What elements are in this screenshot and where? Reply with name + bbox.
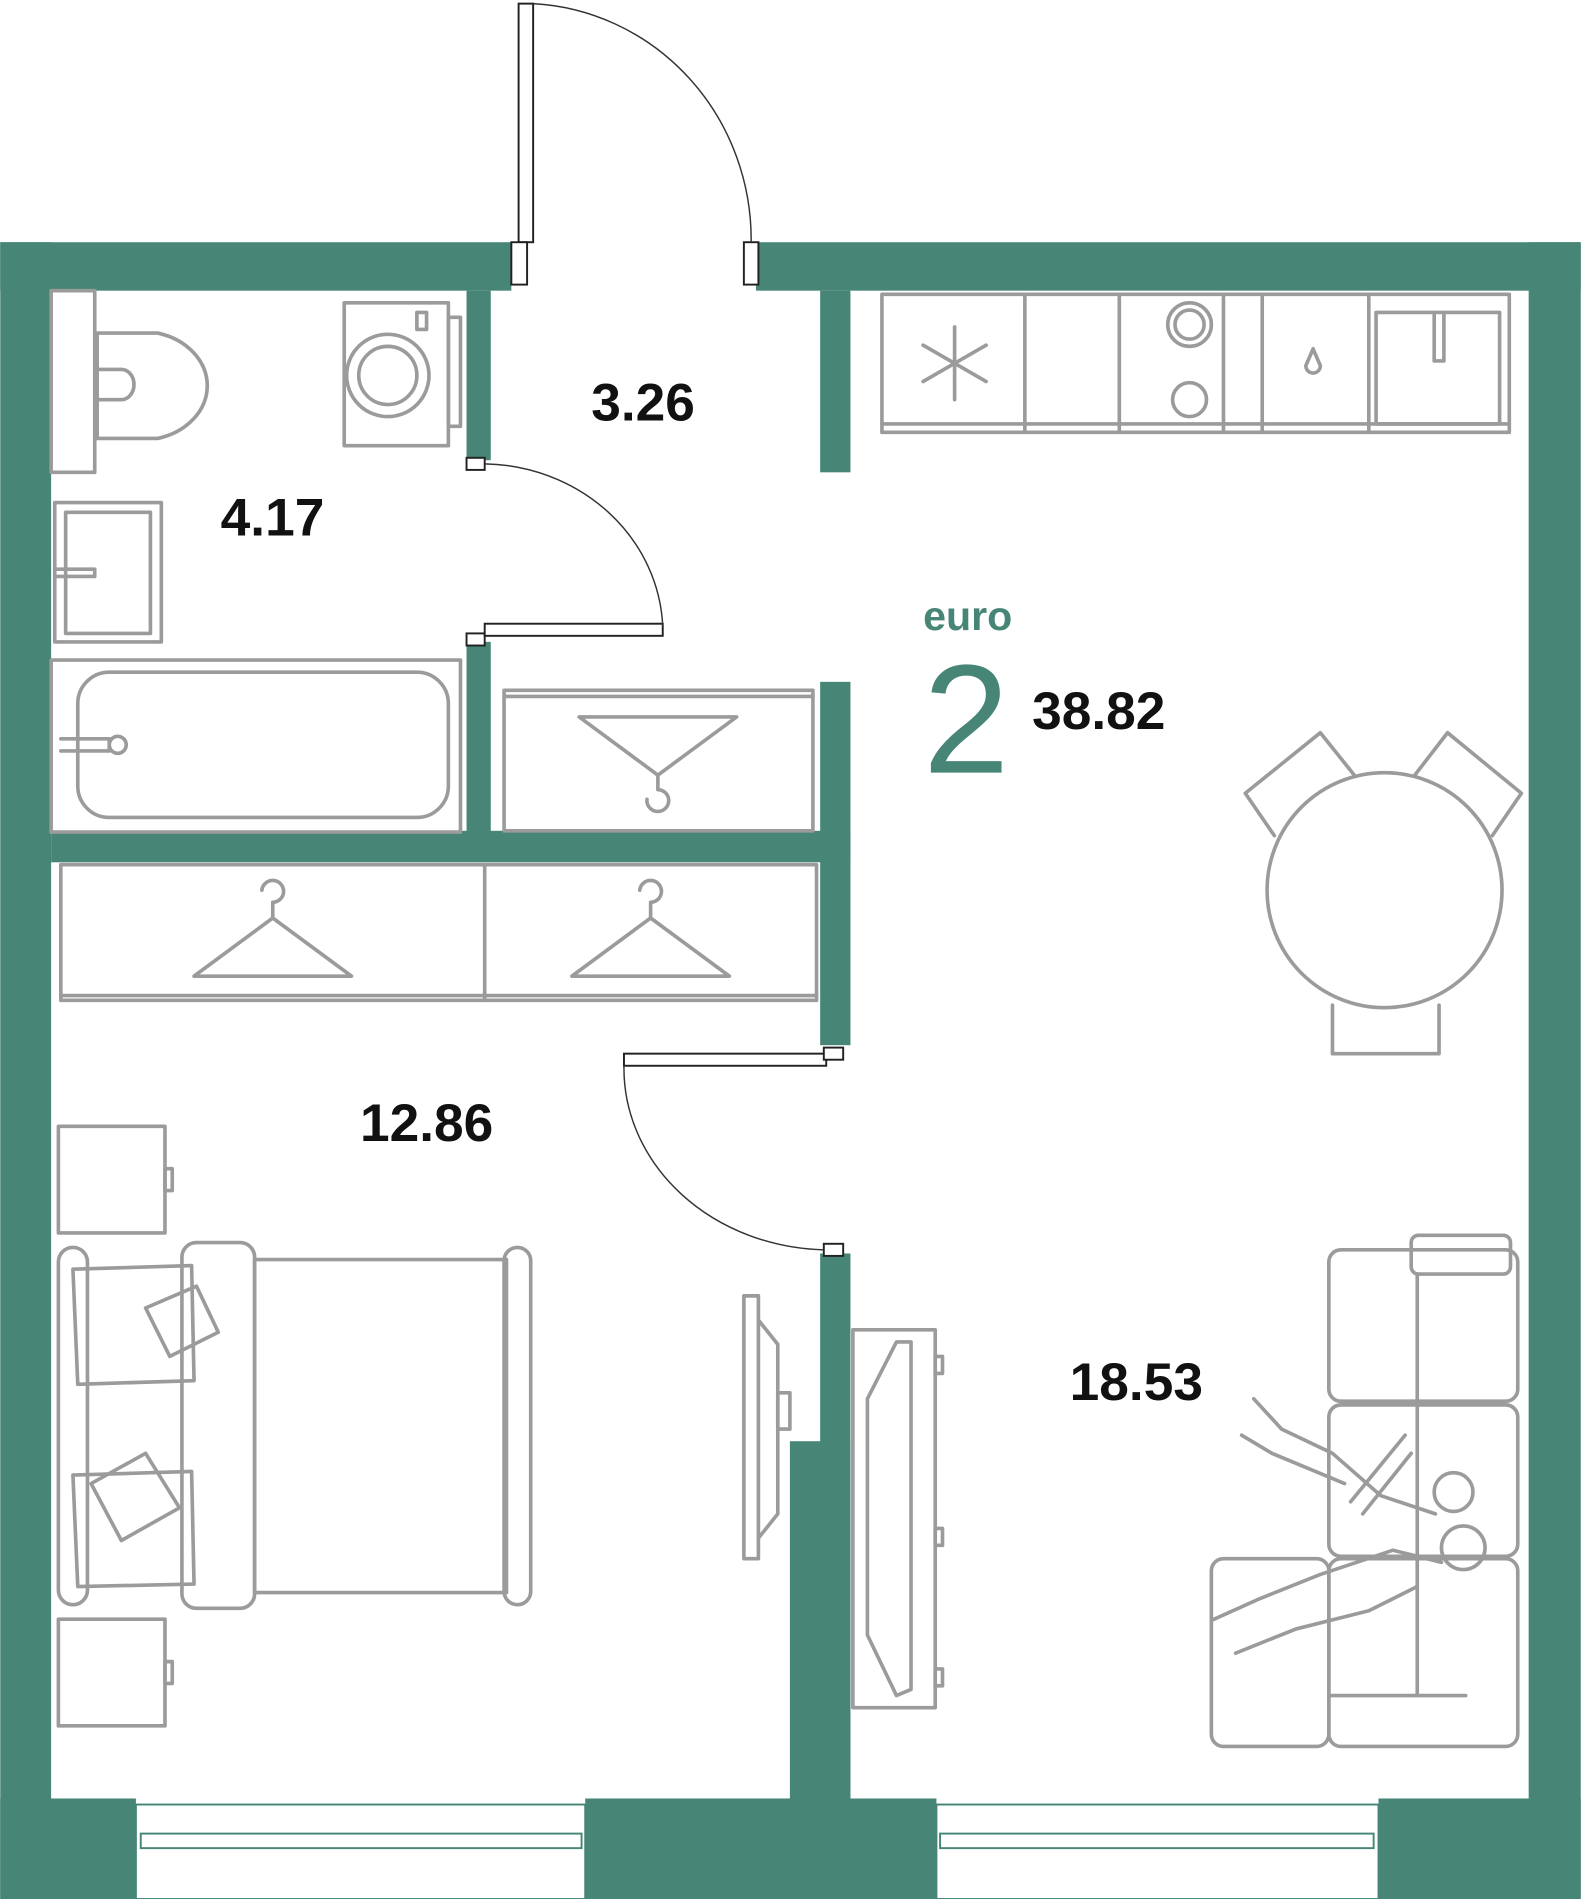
- nightstand-top: [56, 1124, 175, 1235]
- wardrobe-bedroom: [58, 862, 819, 1003]
- nightstand-bottom: [56, 1617, 175, 1728]
- living-kitchen-area: 18.53: [1070, 1353, 1203, 1412]
- wardrobe-hall: [502, 688, 815, 833]
- bathroom-sink: [52, 500, 164, 644]
- walls: [0, 242, 1581, 1899]
- bedroom-door[interactable]: [623, 1046, 845, 1257]
- people-on-sofa: [1209, 1397, 1487, 1655]
- brand-label: euro: [923, 593, 1012, 639]
- hallway-area: 3.26: [591, 373, 695, 432]
- washing-machine: [342, 300, 463, 448]
- bedroom-area: 12.86: [360, 1094, 493, 1153]
- tv-bedroom: [742, 1294, 792, 1561]
- entrance-door[interactable]: [510, 2, 760, 286]
- bathtub: [49, 658, 463, 834]
- windows: [134, 1803, 1380, 1899]
- kitchen-units: [880, 292, 1512, 435]
- bed: [56, 1240, 533, 1611]
- water-drop-icon: [1304, 346, 1323, 375]
- tv-stand-living: [851, 1327, 945, 1710]
- snowflake-icon: [921, 325, 988, 402]
- dining-table: [1243, 730, 1524, 1056]
- bathroom-door[interactable]: [465, 456, 664, 647]
- total-area: 38.82: [1032, 682, 1165, 741]
- toilet: [49, 288, 210, 475]
- sofa: [1209, 1233, 1520, 1749]
- room-count: 2: [923, 633, 1009, 806]
- bathroom-area: 4.17: [221, 488, 325, 547]
